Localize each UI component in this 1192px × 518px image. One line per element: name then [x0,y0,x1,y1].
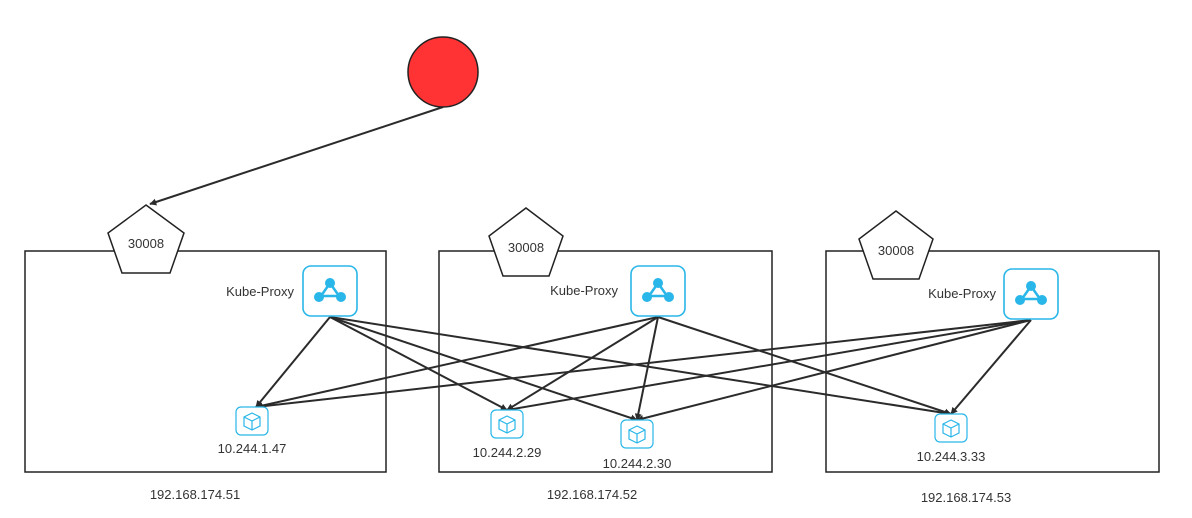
pod-ip-label: 10.244.1.47 [218,441,287,456]
edge-n3-p1 [255,319,1032,410]
edge-client-n1 [149,106,444,206]
pod-ip-label: 10.244.2.29 [473,445,542,460]
port-label: 30008 [508,240,544,255]
pod-ip-label: 10.244.3.33 [917,449,986,464]
edge-n2-p2 [506,316,659,411]
edge-n2-p1 [255,316,659,410]
container-icon [490,409,524,439]
pod-4[interactable]: 10.244.3.33 [917,413,986,464]
node-ip-label-2: 192.168.174.52 [547,487,637,502]
edge-n3-p3 [636,319,1032,422]
edge-n3-p2 [506,319,1032,413]
pod-1[interactable]: 10.244.1.47 [218,406,287,456]
kube-proxy-icon[interactable] [630,265,686,317]
pentagon-icon [488,207,564,277]
edge-n2-p3 [634,316,659,421]
pentagon-icon [858,210,934,280]
pentagon-icon [107,204,185,274]
kube-proxy-icon[interactable] [1003,268,1059,320]
port-label: 30008 [128,236,164,251]
pod-3[interactable]: 10.244.2.30 [603,419,672,471]
node-ip-label-1: 192.168.174.51 [150,487,240,502]
pod-ip-label: 10.244.2.30 [603,456,672,471]
kube-proxy-label-1: Kube-Proxy [226,284,294,299]
edge-n1-p3 [329,316,638,422]
edges-layer [149,106,1032,422]
edge-n1-p1 [255,316,331,408]
edge-n1-p2 [329,316,508,411]
node-ip-label-3: 192.168.174.53 [921,490,1011,505]
pod-2[interactable]: 10.244.2.29 [473,409,542,460]
container-icon [934,413,968,443]
kube-proxy-label-2: Kube-Proxy [550,283,618,298]
node-box-3[interactable] [825,250,1160,473]
kube-proxy-icon[interactable] [302,265,358,317]
container-icon [620,419,654,449]
port-label: 30008 [878,243,914,258]
client-circle-icon[interactable] [407,36,479,108]
port-1[interactable]: 30008 [107,204,185,274]
port-2[interactable]: 30008 [488,207,564,277]
container-icon [235,406,269,436]
edge-n2-p4 [657,316,952,416]
port-3[interactable]: 30008 [858,210,934,280]
edge-n3-p4 [950,319,1032,415]
edge-n1-p4 [329,316,952,417]
kube-proxy-label-3: Kube-Proxy [928,286,996,301]
